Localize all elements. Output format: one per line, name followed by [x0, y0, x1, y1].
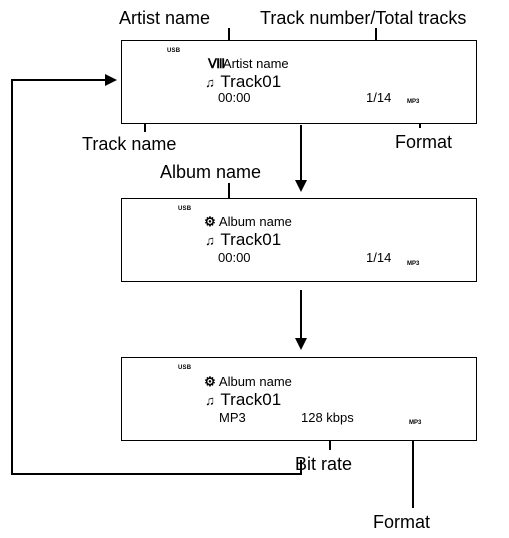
arrow-right-loop: [105, 74, 117, 86]
elapsed-time: 00:00: [218, 90, 251, 105]
elapsed-time: 00:00: [218, 250, 251, 265]
arrow-down-2: [295, 338, 307, 350]
format-indicator: MP3: [409, 420, 422, 426]
source-usb-label: USB: [178, 365, 192, 371]
music-note-icon: ♫: [205, 393, 215, 408]
format-indicator: MP3: [407, 261, 420, 267]
display-panel-album: USB ⚙ Album name ♫ Track01 00:00 1/14 MP…: [121, 198, 477, 282]
music-note-icon: ♫: [205, 75, 215, 90]
track-counter: 1/14: [366, 90, 392, 105]
display-panel-bitrate: USB ⚙ Album name ♫ Track01 MP3 128 kbps …: [121, 357, 477, 441]
disc-icon: ⚙: [204, 374, 216, 389]
disc-icon: ⚙: [204, 214, 216, 229]
album-name-text: Album name: [218, 374, 292, 389]
format-indicator: MP3: [407, 99, 420, 105]
track-title-text: Track01: [220, 390, 282, 409]
track-title-text: Track01: [220, 72, 282, 91]
person-icon: Ⅷ: [208, 56, 226, 71]
bitrate-text: 128 kbps: [301, 410, 354, 425]
track-counter: 1/14: [366, 250, 392, 265]
arrow-down-1: [295, 180, 307, 192]
music-note-icon: ♫: [205, 233, 215, 248]
codec-text: MP3: [219, 410, 246, 425]
display-panel-artist: USB Ⅷ Artist name ♫ Track01 00:00 1/14 M…: [121, 40, 477, 124]
label-artist-name: Artist name: [119, 8, 211, 28]
track-title-text: Track01: [220, 230, 282, 249]
label-track-name: Track name: [82, 134, 177, 154]
label-format-bottom: Format: [373, 512, 431, 532]
source-usb-label: USB: [167, 48, 181, 54]
label-bit-rate: Bit rate: [295, 454, 353, 474]
label-format-top: Format: [395, 132, 453, 152]
album-name-text: Album name: [218, 214, 292, 229]
label-track-count: Track number/Total tracks: [260, 8, 467, 28]
source-usb-label: USB: [178, 206, 192, 212]
artist-name-text: Artist name: [222, 56, 289, 71]
label-album-name: Album name: [160, 162, 262, 182]
